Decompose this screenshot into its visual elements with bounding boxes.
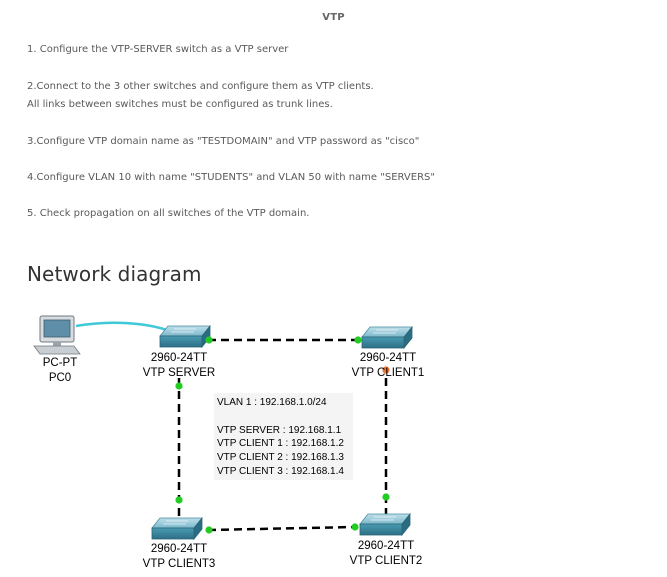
server-model-label: 2960-24TT bbox=[151, 352, 207, 364]
ip-note-box bbox=[214, 393, 353, 480]
switch-client1-icon bbox=[361, 326, 413, 349]
client1-name-label: VTP CLIENT1 bbox=[352, 367, 425, 379]
link-status-dot-pending bbox=[382, 366, 390, 374]
diagram-heading: Network diagram bbox=[27, 262, 202, 286]
note-vlan: VLAN 1 : 192.168.1.0/24 bbox=[217, 397, 327, 408]
link-client3-client2 bbox=[207, 525, 356, 532]
client1-model-label: 2960-24TT bbox=[360, 352, 416, 364]
pc-name-label: PC0 bbox=[49, 372, 71, 384]
link-status-dot bbox=[351, 523, 359, 531]
client3-name-label: VTP CLIENT3 bbox=[143, 558, 216, 570]
pc-icon bbox=[33, 315, 81, 355]
client3-model-label: 2960-24TT bbox=[151, 543, 207, 555]
note-client1-ip: VTP CLIENT 1 : 192.168.1.2 bbox=[217, 438, 344, 449]
link-status-dot bbox=[205, 526, 213, 534]
server-name-label: VTP SERVER bbox=[143, 367, 215, 379]
link-status-dot bbox=[354, 336, 362, 344]
instruction-step-5: 5. Check propagation on all switches of … bbox=[27, 208, 310, 219]
client2-model-label: 2960-24TT bbox=[358, 540, 414, 552]
link-status-dot bbox=[175, 496, 183, 504]
pc-model-label: PC-PT bbox=[43, 357, 78, 369]
instruction-step-4: 4.Configure VLAN 10 with name "STUDENTS"… bbox=[27, 172, 435, 183]
note-client2-ip: VTP CLIENT 2 : 192.168.1.3 bbox=[217, 452, 344, 463]
note-server-ip: VTP SERVER : 192.168.1.1 bbox=[217, 425, 342, 436]
switch-client3-icon bbox=[151, 517, 203, 540]
instruction-step-3: 3.Configure VTP domain name as "TESTDOMA… bbox=[27, 136, 420, 147]
client2-name-label: VTP CLIENT2 bbox=[350, 555, 423, 567]
instruction-step-2-line-2: All links between switches must be confi… bbox=[27, 99, 333, 110]
note-client3-ip: VTP CLIENT 3 : 192.168.1.4 bbox=[217, 466, 344, 477]
instruction-step-2-line-1: 2.Connect to the 3 other switches and co… bbox=[27, 81, 374, 92]
page-title: VTP bbox=[322, 12, 345, 23]
switch-server-icon bbox=[159, 325, 211, 348]
switch-client2-icon bbox=[359, 513, 411, 536]
link-status-dot bbox=[205, 336, 213, 344]
link-status-dot bbox=[382, 493, 390, 501]
instruction-step-1: 1. Configure the VTP-SERVER switch as a … bbox=[27, 44, 289, 55]
link-status-dot bbox=[175, 382, 183, 390]
